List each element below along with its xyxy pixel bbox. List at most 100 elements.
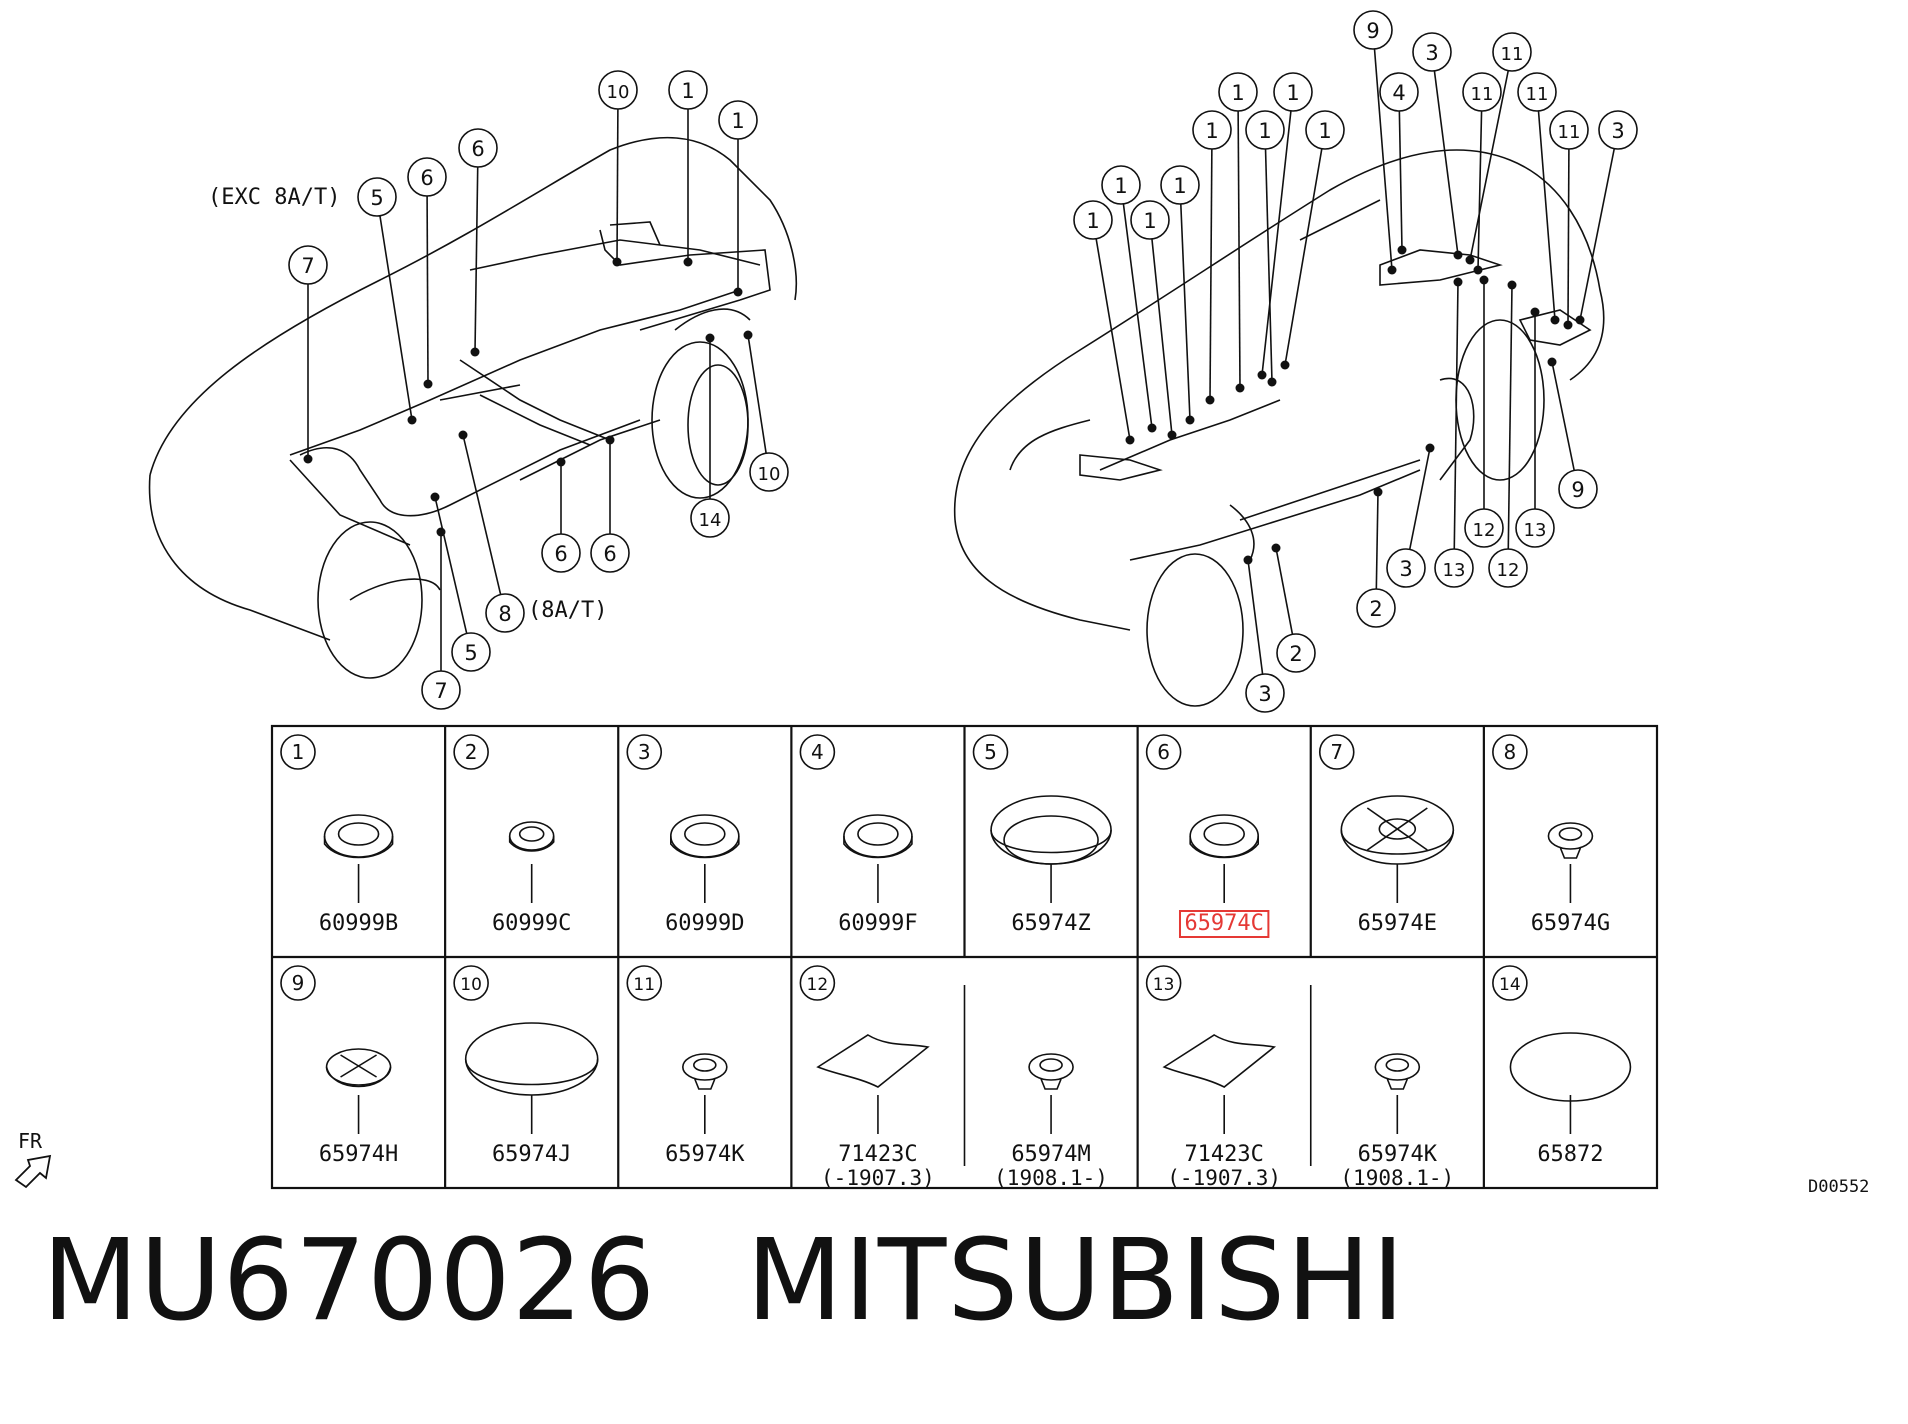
mount-hole bbox=[1507, 280, 1517, 290]
callout-circle bbox=[1464, 508, 1504, 548]
right-callout-13: 13 bbox=[1515, 307, 1555, 548]
callout-circle bbox=[1273, 72, 1313, 112]
grommet-side-icon bbox=[670, 836, 740, 859]
callout-circle bbox=[1462, 72, 1502, 112]
callout-number: 2 bbox=[1369, 597, 1382, 621]
part-cell-7: 7 65974E bbox=[1318, 734, 1455, 936]
left-car-line bbox=[519, 419, 661, 481]
mount-hole bbox=[1280, 360, 1290, 370]
grommet-side-icon bbox=[1189, 836, 1259, 859]
left-callout-14: 14 bbox=[690, 333, 730, 538]
highlight-box bbox=[1178, 910, 1270, 938]
callout-number: 1 bbox=[1231, 81, 1244, 105]
part-number-label: 65974E bbox=[1358, 911, 1437, 936]
left-car-line bbox=[289, 459, 411, 546]
left-callout-10: 10 bbox=[598, 70, 638, 267]
callout-number: 14 bbox=[699, 510, 722, 531]
leader-line bbox=[1408, 447, 1431, 550]
mount-hole bbox=[1465, 255, 1475, 265]
part-number-label: 65974G bbox=[1531, 911, 1610, 936]
right-car-line bbox=[1079, 454, 1163, 481]
right-callout-1: 1 bbox=[1245, 110, 1285, 387]
left-callout-5: 5 bbox=[357, 177, 417, 425]
leader-line bbox=[379, 215, 413, 421]
cell-number-circle bbox=[1318, 734, 1355, 770]
left-callout-5: 5 bbox=[430, 492, 491, 672]
mount-hole bbox=[605, 435, 615, 445]
callout-circle bbox=[1305, 110, 1345, 150]
left-car-line bbox=[599, 229, 771, 301]
right-callout-11: 11 bbox=[1462, 72, 1502, 275]
leader-line bbox=[1375, 491, 1379, 590]
mount-hole bbox=[1373, 487, 1383, 497]
left-car-line bbox=[289, 289, 741, 456]
left-car-line bbox=[469, 239, 761, 271]
callout-number: 9 bbox=[1366, 19, 1379, 43]
part-range-label: (-1907.3) bbox=[1167, 1166, 1281, 1190]
right-car-line bbox=[1099, 399, 1281, 471]
part-number-label: 60999B bbox=[319, 911, 398, 936]
leader-line bbox=[1209, 148, 1213, 401]
cell-number-circle bbox=[626, 965, 663, 1001]
note-exc-8at: (EXC 8A/T) bbox=[208, 185, 340, 210]
leader-line bbox=[1095, 238, 1131, 441]
leader-line bbox=[1567, 148, 1570, 326]
mount-hole bbox=[1387, 265, 1397, 275]
callout-number: 6 bbox=[420, 166, 433, 190]
callout-circle bbox=[590, 533, 630, 573]
left-callout-6: 6 bbox=[590, 435, 630, 573]
right-callout-13: 13 bbox=[1434, 277, 1474, 588]
callout-number: 6 bbox=[471, 137, 484, 161]
cell-number-circle bbox=[799, 734, 836, 770]
fr-arrow: FR bbox=[14, 1129, 52, 1189]
callout-circle bbox=[421, 670, 461, 710]
mount-hole bbox=[1425, 443, 1435, 453]
cell-number: 11 bbox=[633, 975, 655, 995]
callout-number: 1 bbox=[681, 79, 694, 103]
part-number-label: 60999C bbox=[492, 911, 571, 936]
mount-hole bbox=[1575, 315, 1585, 325]
right-car-line bbox=[1239, 459, 1421, 521]
cell-number: 7 bbox=[1330, 740, 1343, 764]
callout-number: 4 bbox=[1392, 81, 1405, 105]
callout-number: 3 bbox=[1258, 682, 1271, 706]
cell-number: 10 bbox=[460, 975, 482, 995]
mount-hole bbox=[1125, 435, 1135, 445]
plug-side-icon bbox=[325, 1066, 392, 1088]
cell-number: 1 bbox=[292, 740, 305, 764]
callout-number: 6 bbox=[554, 542, 567, 566]
leader-line bbox=[1579, 148, 1616, 321]
leader-line bbox=[1551, 361, 1575, 471]
left-callout-6: 6 bbox=[541, 457, 581, 573]
cell-number: 14 bbox=[1499, 975, 1521, 995]
right-callout-1: 1 bbox=[1280, 110, 1345, 370]
callout-circle bbox=[1488, 548, 1528, 588]
tape-patch-icon bbox=[816, 1034, 930, 1088]
right-car-line bbox=[1229, 504, 1255, 561]
grommet-outer-icon bbox=[1189, 814, 1259, 858]
plug-side-icon bbox=[1340, 829, 1455, 855]
callout-circle bbox=[1353, 10, 1393, 50]
callout-circle bbox=[1130, 200, 1170, 240]
callout-number: 10 bbox=[758, 464, 781, 485]
right-callout-1: 1 bbox=[1192, 110, 1232, 405]
left-front-wheel bbox=[317, 521, 423, 679]
callout-circle bbox=[1517, 72, 1557, 112]
mount-hole bbox=[743, 330, 753, 340]
callout-number: 11 bbox=[1558, 122, 1581, 143]
callout-circle bbox=[1245, 110, 1285, 150]
callout-circle bbox=[1434, 548, 1474, 588]
callout-circle bbox=[1515, 508, 1555, 548]
callout-circle bbox=[451, 632, 491, 672]
right-car-line bbox=[1518, 309, 1592, 346]
callout-circle bbox=[407, 157, 447, 197]
left-car-line bbox=[149, 136, 798, 476]
clip-inner-icon bbox=[1558, 827, 1583, 841]
part-number-label: 60999F bbox=[838, 911, 917, 936]
